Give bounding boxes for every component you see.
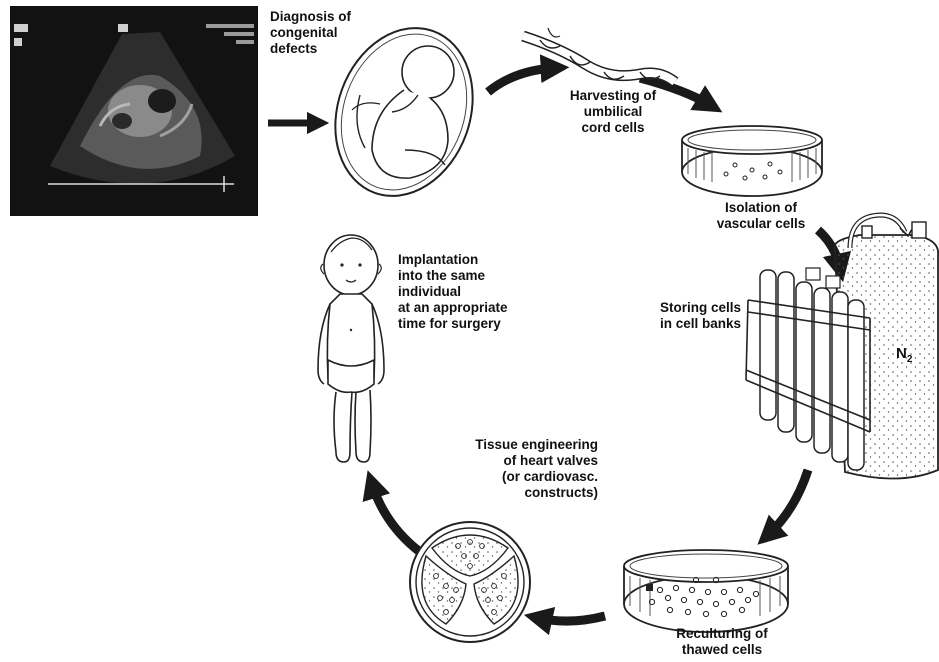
label-isolation: Isolation of vascular cells [688, 200, 834, 232]
label-reculturing: Reculturing of thawed cells [664, 626, 780, 658]
child-icon [318, 235, 384, 462]
culture-dish-icon [682, 126, 822, 196]
label-diagnosis: Diagnosis of congenital defects [270, 9, 351, 57]
arrow-fetus-to-cord [488, 68, 555, 92]
label-harvesting: Harvesting of umbilical cord cells [554, 88, 672, 136]
arrow-reculture-to-valve [538, 616, 605, 621]
tank-label-main: N [896, 345, 907, 362]
umbilical-cord-icon [523, 28, 675, 82]
label-storing: Storing cells in cell banks [660, 300, 741, 332]
tank-label-subscript: 2 [907, 354, 913, 365]
arrow-valve-to-child [372, 484, 420, 552]
label-tissue-engineering: Tissue engineering of heart valves (or c… [440, 437, 598, 501]
arrow-storage-to-reculture [768, 470, 808, 535]
label-implantation: Implantation into the same individual at… [398, 252, 508, 332]
reculture-dish-icon [624, 550, 788, 632]
heart-valve-icon [410, 522, 530, 642]
